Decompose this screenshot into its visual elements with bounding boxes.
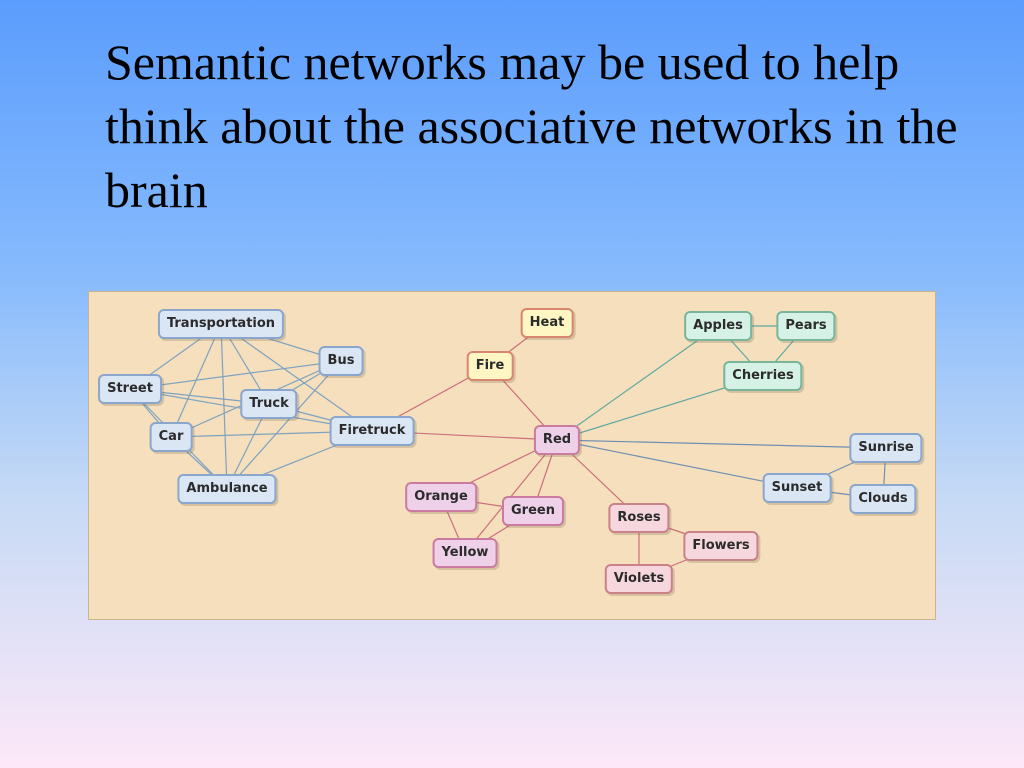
node-transportation: Transportation — [157, 309, 285, 339]
edge-transportation-ambulance — [220, 323, 228, 490]
edge-transportation-firetruck — [220, 323, 373, 432]
node-sunset: Sunset — [762, 473, 832, 503]
node-truck: Truck — [240, 389, 298, 419]
node-ambulance: Ambulance — [177, 474, 277, 504]
node-orange: Orange — [405, 482, 477, 512]
node-sunrise: Sunrise — [849, 433, 923, 463]
edge-red-apples — [556, 325, 719, 441]
node-yellow: Yellow — [432, 538, 498, 568]
node-apples: Apples — [684, 311, 752, 341]
node-green: Green — [502, 496, 564, 526]
node-violets: Violets — [604, 564, 674, 594]
edge-red-sunrise — [556, 439, 887, 449]
node-fire: Fire — [466, 351, 514, 381]
node-pears: Pears — [776, 311, 836, 341]
edge-red-sunset — [556, 439, 798, 489]
node-red: Red — [533, 425, 581, 455]
edge-bus-ambulance — [226, 360, 342, 490]
node-cherries: Cherries — [723, 361, 803, 391]
node-heat: Heat — [520, 308, 574, 338]
node-roses: Roses — [608, 503, 670, 533]
node-clouds: Clouds — [849, 484, 917, 514]
node-bus: Bus — [318, 346, 364, 376]
node-car: Car — [149, 422, 193, 452]
network-edges — [129, 322, 887, 580]
node-firetruck: Firetruck — [329, 416, 415, 446]
node-street: Street — [98, 374, 162, 404]
node-flowers: Flowers — [683, 531, 759, 561]
edge-street-bus — [129, 360, 342, 390]
slide-title: Semantic networks may be used to help th… — [105, 34, 958, 218]
